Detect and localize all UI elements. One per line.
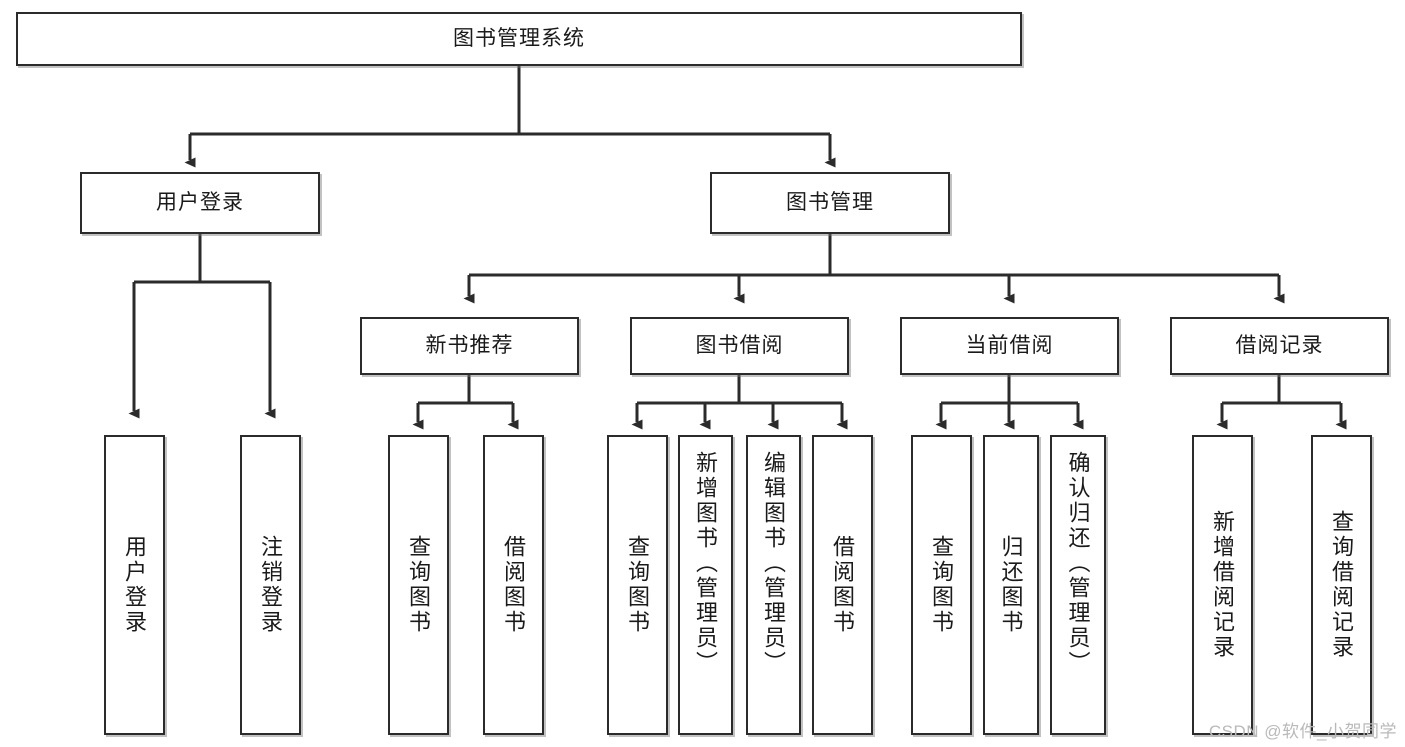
leaf-current-query-book-label: 查询图书 — [929, 535, 955, 635]
node-borrow-record-label: 借阅记录 — [1235, 333, 1324, 357]
leaf-borrow-add-book-label: 新增图书（管理员） — [693, 451, 719, 676]
leaf-current-query-book[interactable]: 查询图书 — [911, 435, 972, 735]
node-book-manage[interactable]: 图书管理 — [710, 172, 950, 234]
leaf-borrow-query-book[interactable]: 查询图书 — [607, 435, 668, 735]
node-new-book-recommend[interactable]: 新书推荐 — [360, 317, 579, 375]
leaf-new-book-borrow[interactable]: 借阅图书 — [483, 435, 544, 735]
leaf-current-confirm-return[interactable]: 确认归还（管理员） — [1050, 435, 1106, 735]
node-borrow-record[interactable]: 借阅记录 — [1170, 317, 1389, 375]
node-new-book-recommend-label: 新书推荐 — [425, 333, 514, 357]
leaf-borrow-add-book[interactable]: 新增图书（管理员） — [678, 435, 733, 735]
node-book-manage-label: 图书管理 — [786, 190, 874, 214]
leaf-borrow-edit-book-label: 编辑图书（管理员） — [761, 451, 787, 676]
node-current-borrow-label: 当前借阅 — [965, 333, 1054, 357]
leaf-current-return-book-label: 归还图书 — [998, 535, 1024, 635]
node-current-borrow[interactable]: 当前借阅 — [900, 317, 1119, 375]
leaf-record-add-label: 新增借阅记录 — [1210, 510, 1236, 660]
node-user-login-label: 用户登录 — [156, 190, 244, 214]
leaf-current-confirm-return-label: 确认归还（管理员） — [1065, 451, 1091, 676]
leaf-user-login-login[interactable]: 用户登录 — [104, 435, 165, 735]
leaf-user-login-logout[interactable]: 注销登录 — [240, 435, 301, 735]
leaf-new-book-query-label: 查询图书 — [406, 535, 432, 635]
node-book-borrow-label: 图书借阅 — [695, 333, 784, 357]
leaf-new-book-query[interactable]: 查询图书 — [388, 435, 449, 735]
leaf-borrow-edit-book[interactable]: 编辑图书（管理员） — [746, 435, 801, 735]
leaf-record-add[interactable]: 新增借阅记录 — [1192, 435, 1253, 735]
leaf-new-book-borrow-label: 借阅图书 — [501, 535, 527, 635]
csdn-watermark: CSDN @软件_小贺同学 — [1208, 722, 1397, 741]
node-root-label: 图书管理系统 — [453, 26, 585, 50]
leaf-borrow-borrow-book-label: 借阅图书 — [830, 535, 856, 635]
leaf-record-query[interactable]: 查询借阅记录 — [1311, 435, 1372, 735]
node-book-borrow[interactable]: 图书借阅 — [630, 317, 849, 375]
leaf-borrow-borrow-book[interactable]: 借阅图书 — [812, 435, 873, 735]
node-user-login[interactable]: 用户登录 — [80, 172, 320, 234]
leaf-borrow-query-book-label: 查询图书 — [625, 535, 651, 635]
leaf-user-login-login-label: 用户登录 — [122, 535, 148, 635]
leaf-current-return-book[interactable]: 归还图书 — [983, 435, 1039, 735]
leaf-record-query-label: 查询借阅记录 — [1329, 510, 1355, 660]
leaf-user-login-logout-label: 注销登录 — [258, 535, 284, 635]
node-root[interactable]: 图书管理系统 — [16, 12, 1022, 66]
